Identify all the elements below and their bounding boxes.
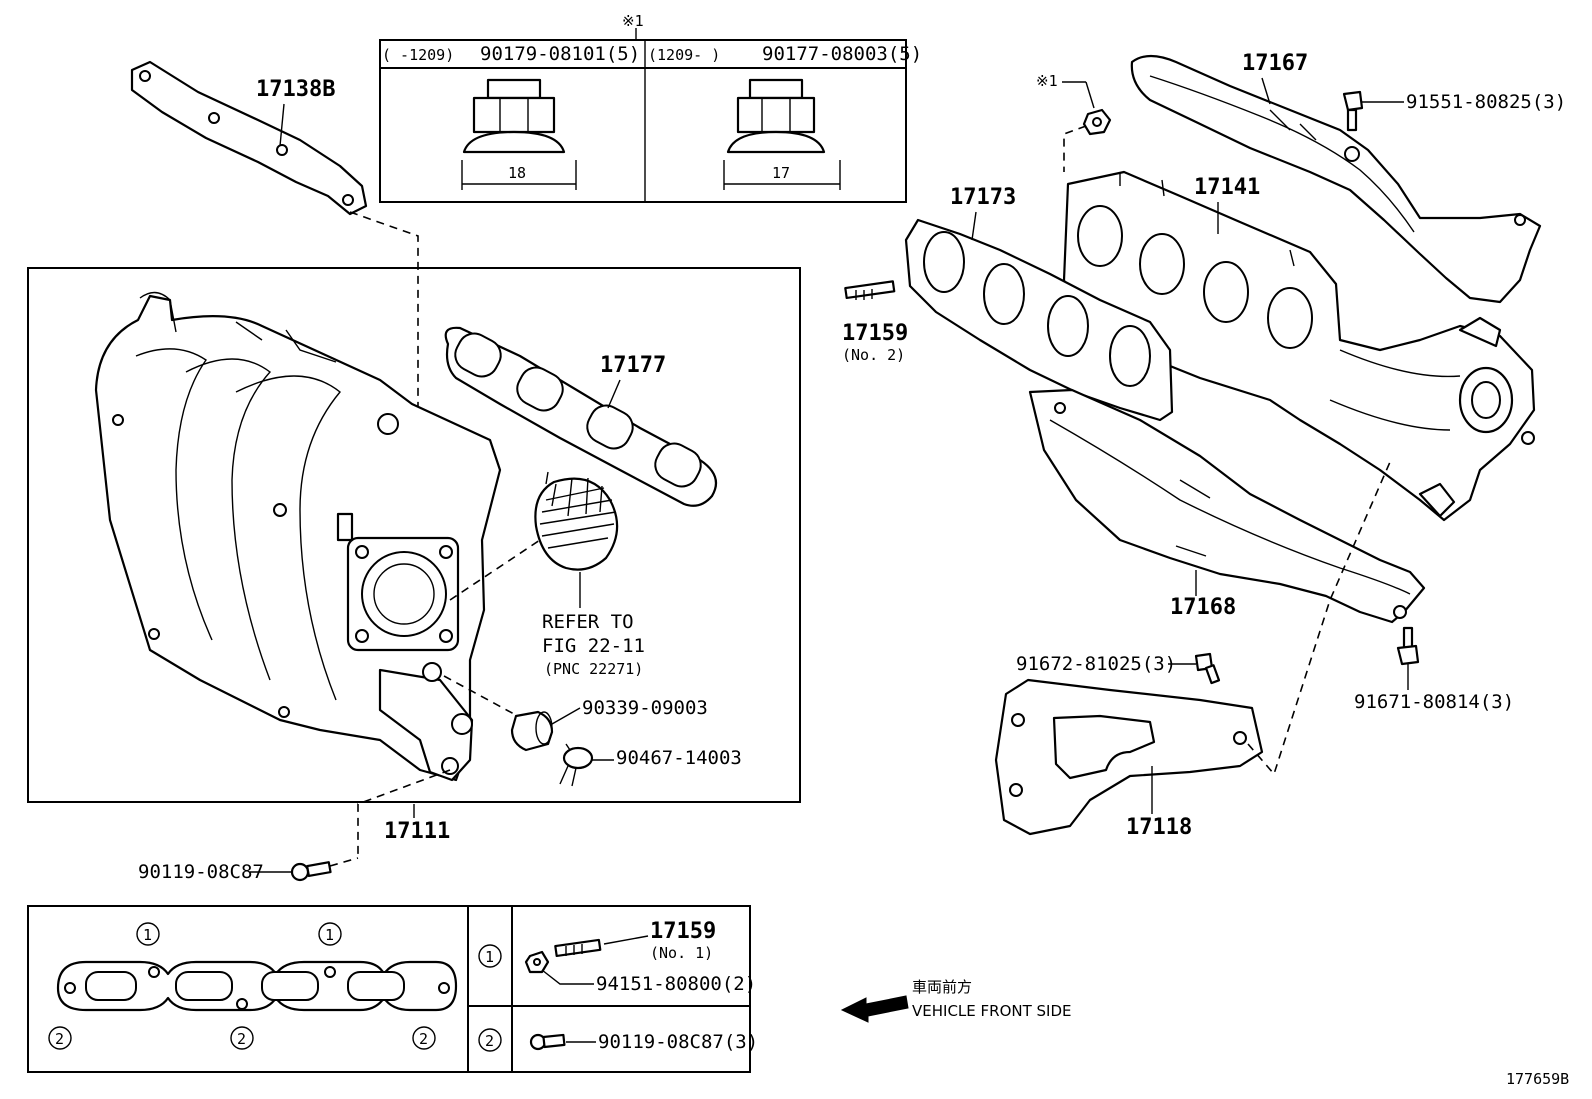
nut-right-part-number[interactable]: 90177-08003(5) — [762, 43, 922, 65]
part-17173-exhaust-gasket[interactable] — [904, 218, 1174, 422]
label-17138B[interactable]: 17138B — [256, 77, 335, 102]
exhaust-nut-icon[interactable] — [1082, 108, 1112, 136]
flange-nut-17-icon — [726, 78, 826, 154]
part-90339-09003-plug[interactable] — [510, 710, 554, 752]
part-17168-heat-insulator-lower[interactable] — [1028, 388, 1426, 624]
nut-right-range: (1209- ) — [648, 46, 720, 64]
diagram-id: 177659B — [1506, 1070, 1569, 1088]
label-91671-80814[interactable]: 91671-80814(3) — [1354, 691, 1514, 713]
label-90467-14003[interactable]: 90467-14003 — [616, 747, 742, 769]
throttle-body-gasket[interactable] — [534, 471, 619, 571]
part-91671-80814-bolt[interactable] — [1396, 626, 1420, 666]
label-17118[interactable]: 17118 — [1126, 815, 1192, 840]
nut-left-part-number[interactable]: 90179-08101(5) — [480, 43, 640, 65]
label-17168[interactable]: 17168 — [1170, 595, 1236, 620]
nut-spec-table: ※1 ( -1209) 90179-08101(5) (1209- ) 9017… — [379, 12, 922, 203]
note-mark-table: ※1 — [622, 12, 644, 30]
front-label-jp: 車両前方 — [912, 978, 972, 996]
mounting-legend: 1 1 2 2 2 1 2 17159 (No. 1) 94151-80800(… — [27, 905, 758, 1073]
label-90339-09003[interactable]: 90339-09003 — [582, 697, 708, 719]
legend-nut[interactable] — [524, 950, 550, 974]
refer-line-2[interactable]: FIG 22-11 — [542, 635, 645, 657]
label-91551-80825[interactable]: 91551-80825(3) — [1406, 91, 1566, 113]
part-17111-intake-manifold[interactable] — [94, 291, 502, 782]
marker-2c: 2 — [419, 1030, 428, 1048]
note-mark-nut: ※1 — [1036, 72, 1058, 90]
legend-nut-part[interactable]: 94151-80800(2) — [596, 973, 756, 995]
legend-bolt-part[interactable]: 90119-08C87(3) — [598, 1031, 758, 1053]
nut-right-size: 17 — [772, 164, 790, 182]
label-17177[interactable]: 17177 — [600, 353, 666, 378]
label-17167[interactable]: 17167 — [1242, 51, 1308, 76]
marker-2a: 2 — [55, 1030, 64, 1048]
part-17167-heat-insulator[interactable] — [1130, 54, 1542, 304]
gasket-flange-diagram — [56, 960, 458, 1012]
part-17138B-bracket[interactable] — [130, 60, 368, 216]
flange-nut-18-icon — [462, 78, 566, 154]
part-90467-14003-clip[interactable] — [559, 743, 594, 787]
legend-stud-part[interactable]: 17159 — [650, 919, 716, 944]
legend-stud-no: (No. 1) — [650, 944, 713, 962]
part-90119-08C87-bolt[interactable] — [290, 861, 332, 882]
intake-manifold-group-frame — [27, 267, 801, 803]
label-17111[interactable]: 17111 — [384, 819, 450, 844]
marker-2b: 2 — [237, 1030, 246, 1048]
legend-marker-2: 2 — [485, 1032, 494, 1050]
legend-bolt[interactable] — [529, 1033, 566, 1051]
nut-left-range: ( -1209) — [382, 46, 454, 64]
label-no2: (No. 2) — [842, 346, 905, 364]
marker-1b: 1 — [325, 926, 334, 944]
vehicle-front-arrow-icon — [840, 995, 909, 1023]
part-17159-stud-no2[interactable] — [844, 280, 896, 300]
part-17118-manifold-stay[interactable] — [994, 678, 1264, 836]
front-label-en: VEHICLE FRONT SIDE — [912, 1002, 1072, 1020]
label-17173[interactable]: 17173 — [950, 185, 1016, 210]
nut-left-size: 18 — [508, 164, 526, 182]
part-17141-exhaust-manifold[interactable] — [1062, 170, 1536, 522]
part-17177-intake-gasket[interactable] — [444, 326, 718, 507]
refer-line-3: (PNC 22271) — [544, 660, 643, 678]
label-90119-08C87[interactable]: 90119-08C87 — [138, 861, 264, 883]
label-17159-no2[interactable]: 17159 — [842, 321, 908, 346]
part-91551-80825-bolt[interactable] — [1342, 90, 1364, 132]
refer-line-1: REFER TO — [542, 611, 634, 633]
label-91672-81025[interactable]: 91672-81025(3) — [1016, 653, 1176, 675]
legend-stud-no1[interactable] — [554, 938, 602, 958]
legend-marker-1: 1 — [485, 948, 494, 966]
marker-1a: 1 — [143, 926, 152, 944]
part-91672-81025-bolt[interactable] — [1194, 652, 1221, 685]
label-17141[interactable]: 17141 — [1194, 175, 1260, 200]
